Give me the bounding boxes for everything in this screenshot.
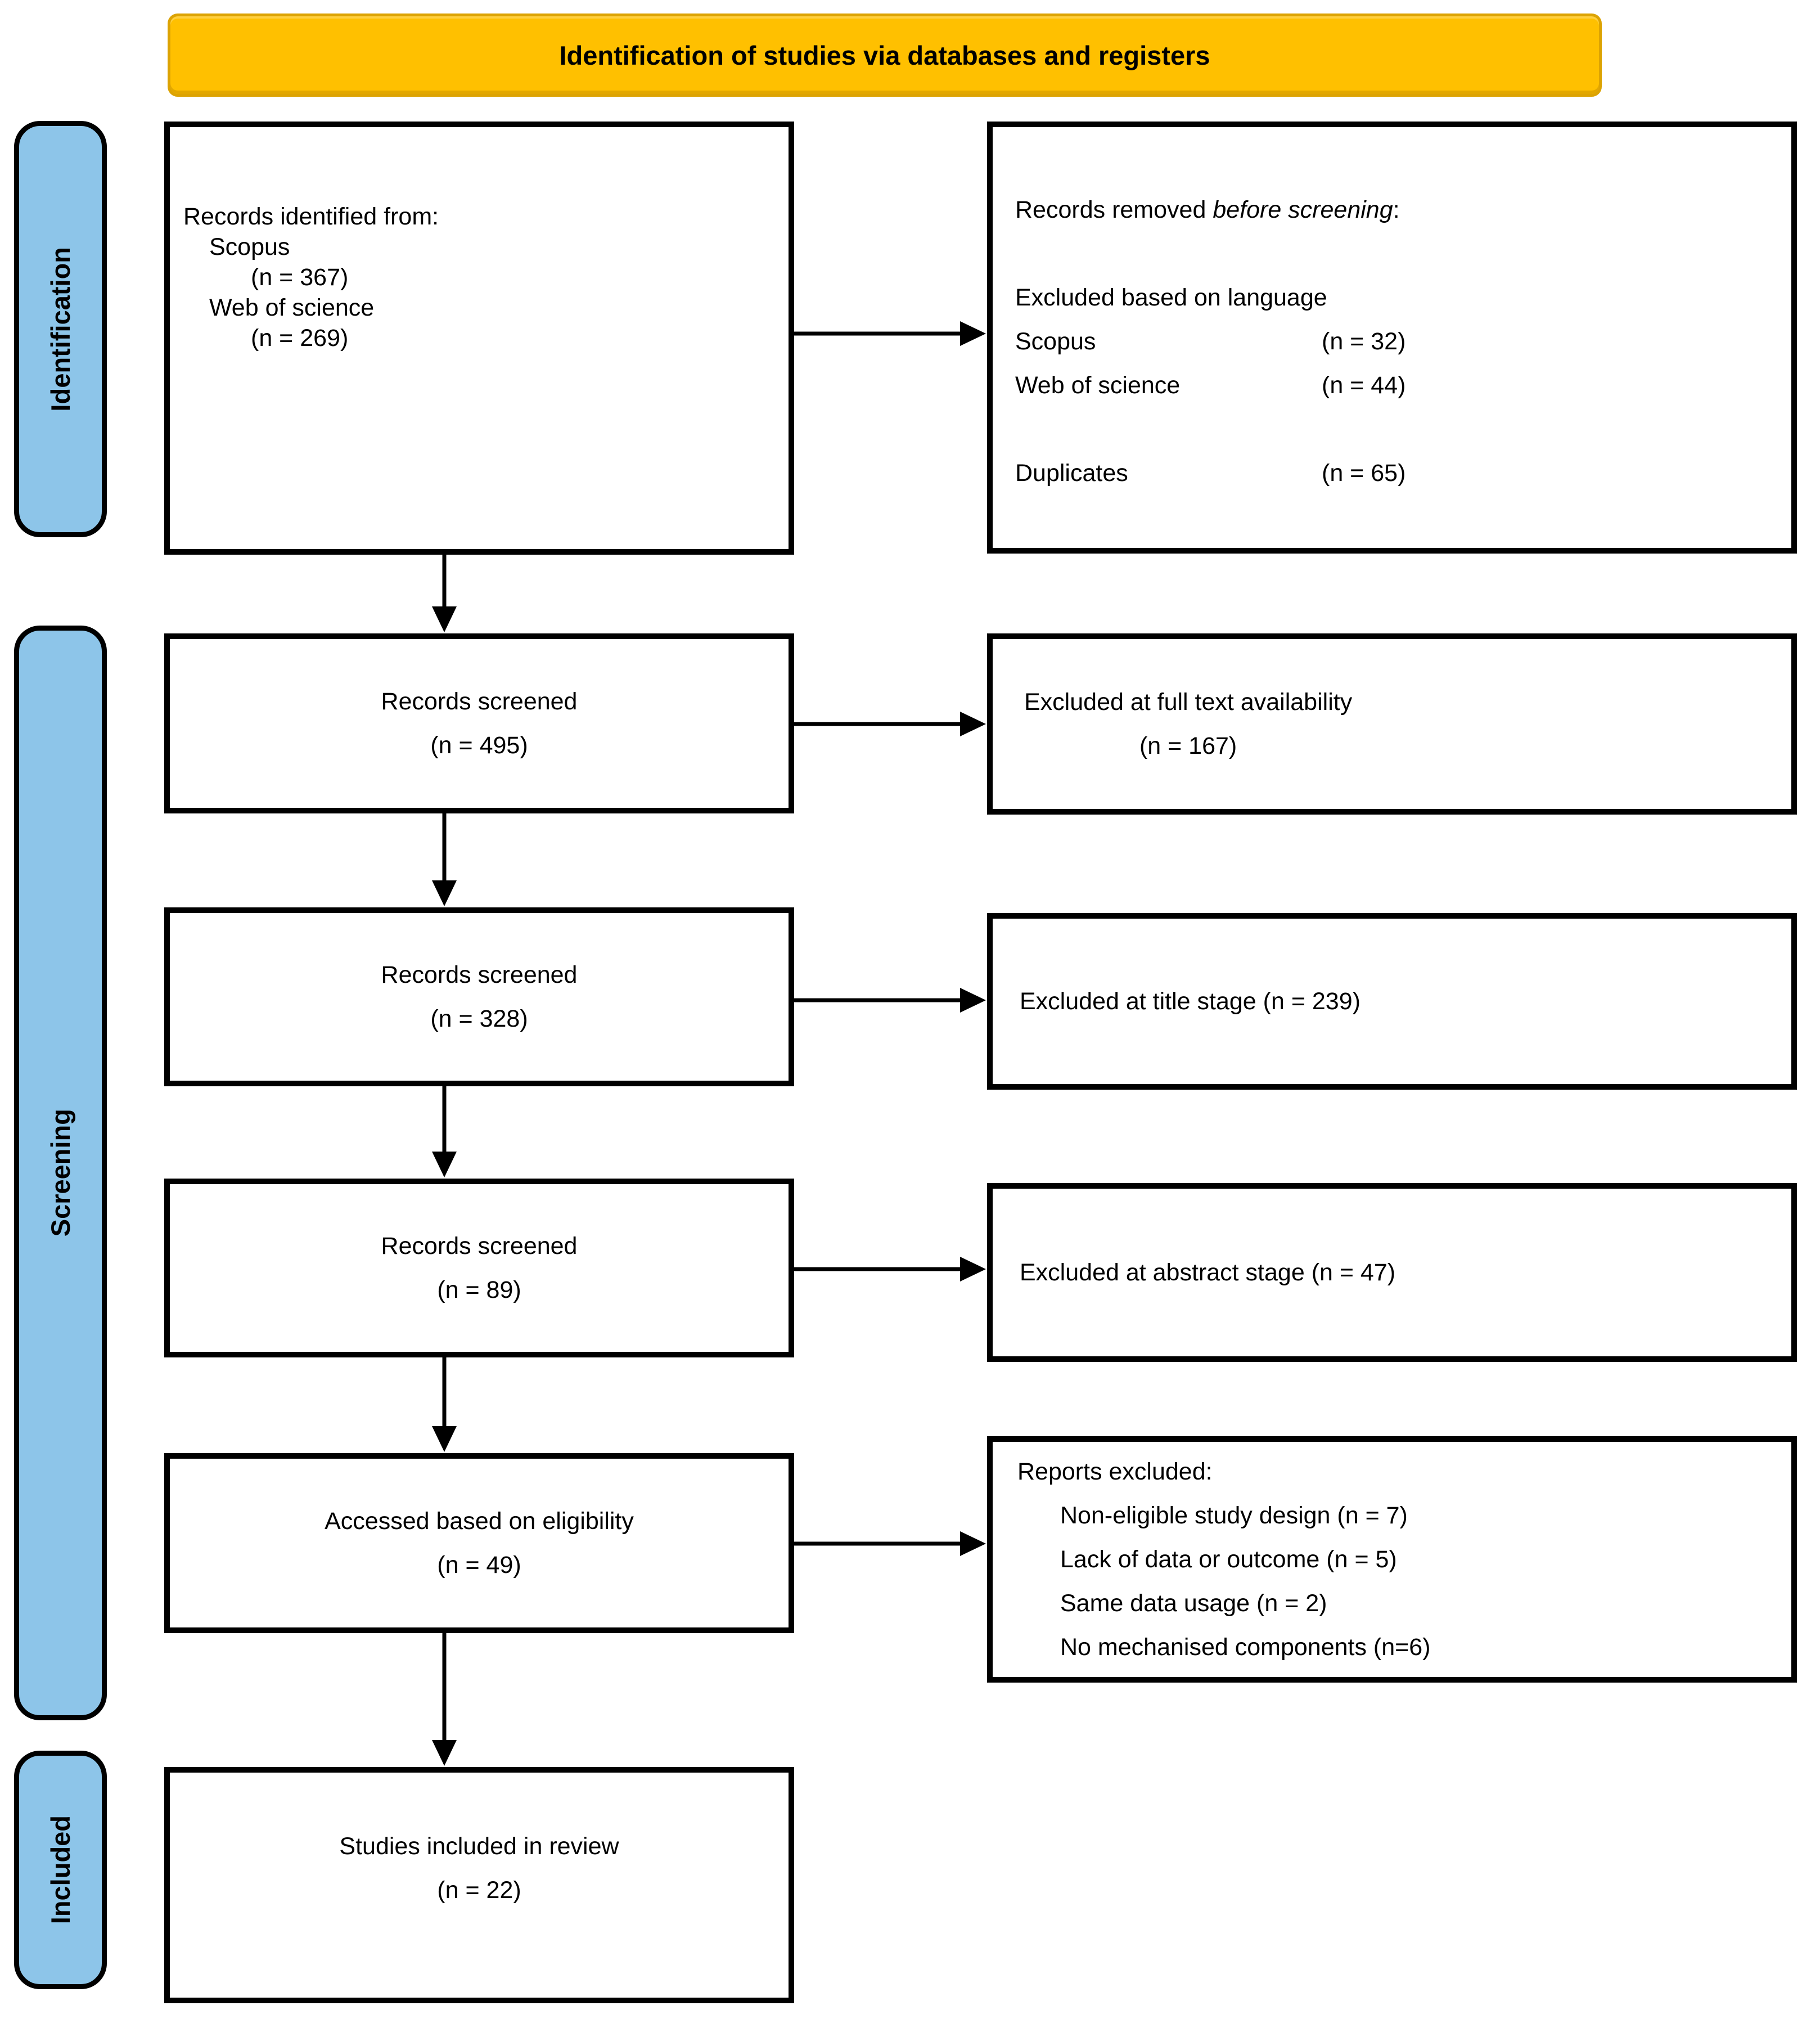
arrow-screened3-to-eligibility (432, 1356, 457, 1452)
arrow-screened1-to-screened2 (432, 812, 457, 906)
text-line: Records screened (381, 1233, 578, 1260)
text-line: Excluded based on language (1015, 284, 1327, 311)
text-line: Excluded at abstract stage (n = 47) (1020, 1259, 1396, 1286)
title-prefix: Records removed (1015, 196, 1213, 223)
excluded-reason: Non-eligible study design (n = 7) (1060, 1502, 1408, 1529)
arrow-screened1-to-excluded-fulltext (793, 712, 986, 736)
box-records-removed: Records removed before screening: Exclud… (987, 122, 1797, 554)
text-line: Records removed before screening: (1015, 188, 1780, 232)
text-line: Records screened (381, 961, 578, 988)
stage-label-screening: Screening (46, 1109, 75, 1237)
arrow-eligibility-to-included (432, 1632, 457, 1766)
count-line: (n = 49) (437, 1552, 521, 1579)
excluded-reason: Same data usage (n = 2) (1060, 1590, 1327, 1617)
text-block: Excluded at full text availability (n = … (1024, 680, 1352, 768)
stat-row: Duplicates (n = 65) (1015, 451, 1780, 495)
excluded-reason: No mechanised components (n=6) (1060, 1634, 1431, 1661)
text-line: Records screened (381, 688, 578, 715)
box-records-identified: Records identified from: Scopus (n = 367… (164, 122, 794, 555)
arrow-screened3-to-excluded-abstract (793, 1257, 986, 1281)
count-line: (n = 89) (437, 1276, 521, 1303)
text-line: Excluded at full text availability (1024, 689, 1353, 716)
stat-label: Duplicates (1015, 460, 1128, 487)
stat-row: Web of science (n = 44) (1015, 363, 1780, 407)
text-line: Records identified from: (183, 203, 439, 230)
stat-value: (n = 32) (1322, 328, 1406, 355)
box-eligibility: Accessed based on eligibility (n = 49) (164, 1453, 794, 1633)
stat-row: Scopus (n = 32) (1015, 320, 1780, 363)
box-reports-excluded: Reports excluded: Non-eligible study des… (987, 1436, 1797, 1683)
stage-bar-screening: Screening (14, 626, 107, 1720)
arrow-screened2-to-excluded-title (793, 988, 986, 1013)
arrow-identified-to-removed (793, 321, 986, 346)
text-line: Excluded at title stage (n = 239) (1020, 988, 1361, 1015)
source-name: Web of science (209, 294, 375, 321)
stat-label: Scopus (1015, 328, 1096, 355)
stat-value: (n = 65) (1322, 460, 1406, 487)
count-line: (n = 22) (437, 1877, 521, 1904)
box-excluded-fulltext: Excluded at full text availability (n = … (987, 633, 1797, 815)
box-records-screened-3: Records screened (n = 89) (164, 1179, 794, 1357)
spacer (1015, 232, 1780, 276)
diagram-title: Identification of studies via databases … (559, 40, 1210, 70)
stage-bar-identification: Identification (14, 121, 107, 537)
arrow-identified-to-screened1 (432, 554, 457, 632)
arrow-eligibility-to-reports-excluded (793, 1531, 986, 1556)
count-line: (n = 167) (1139, 732, 1237, 759)
box-records-screened-1: Records screened (n = 495) (164, 633, 794, 813)
stat-value: (n = 44) (1322, 372, 1406, 399)
text-line: Reports excluded: (1017, 1458, 1213, 1485)
spacer (1015, 407, 1780, 451)
diagram-title-banner: Identification of studies via databases … (168, 14, 1602, 97)
text-line: Accessed based on eligibility (325, 1508, 634, 1535)
title-suffix: : (1393, 196, 1400, 223)
text-line: Studies included in review (339, 1833, 619, 1860)
box-excluded-title-stage: Excluded at title stage (n = 239) (987, 913, 1797, 1090)
arrow-screened2-to-screened3 (432, 1085, 457, 1177)
stat-label: Web of science (1015, 372, 1181, 399)
box-records-screened-2: Records screened (n = 328) (164, 907, 794, 1086)
source-count: (n = 269) (251, 325, 349, 352)
source-name: Scopus (209, 233, 290, 260)
title-italic-segment: before screening (1213, 196, 1393, 223)
box-excluded-abstract-stage: Excluded at abstract stage (n = 47) (987, 1183, 1797, 1362)
excluded-reason: Lack of data or outcome (n = 5) (1060, 1546, 1397, 1573)
stage-label-included: Included (46, 1815, 75, 1924)
box-studies-included: Studies included in review (n = 22) (164, 1767, 794, 2003)
stage-bar-included: Included (14, 1751, 107, 1989)
stage-label-identification: Identification (46, 246, 75, 412)
count-line: (n = 328) (430, 1005, 528, 1032)
count-line: (n = 495) (430, 732, 528, 759)
source-count: (n = 367) (251, 264, 349, 291)
